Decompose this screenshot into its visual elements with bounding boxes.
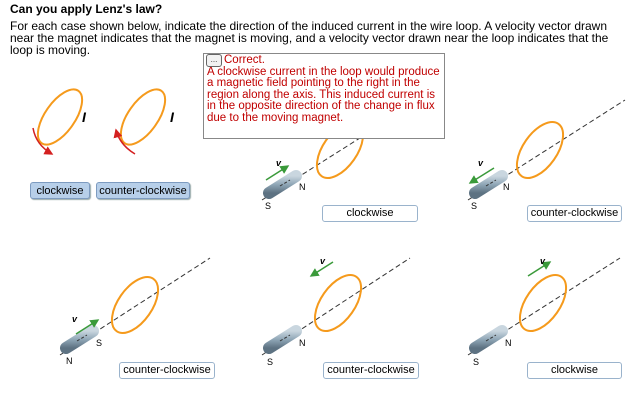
answer-chip-clockwise[interactable]: clockwise — [30, 182, 90, 199]
feedback-popup: ... Correct. A clockwise current in the … — [203, 53, 445, 139]
case-4-diagram: v N S — [261, 256, 411, 367]
case-3-diagram: v S N — [59, 257, 211, 366]
velocity-label: v — [276, 158, 282, 168]
pole-near-label: S — [96, 338, 102, 348]
answer-chip-counter-clockwise[interactable]: counter-clockwise — [96, 182, 190, 199]
pole-near-label: N — [299, 338, 306, 348]
page-title: Can you apply Lenz's law? — [10, 2, 163, 16]
pole-near-label: N — [299, 182, 306, 192]
pole-near-label: N — [505, 338, 512, 348]
legend-clockwise-loop: I — [32, 88, 87, 155]
magnet-icon — [263, 325, 302, 354]
case-3-answer-box[interactable]: counter-clockwise — [119, 362, 215, 379]
case-4-answer-box[interactable]: counter-clockwise — [323, 362, 419, 379]
magnet-icon — [60, 325, 99, 354]
velocity-arrow-icon — [527, 261, 552, 277]
legend-current-label-1: I — [82, 109, 87, 125]
magnet-icon — [263, 170, 302, 199]
pole-far-label: S — [265, 201, 271, 211]
magnet-icon — [469, 170, 508, 199]
velocity-arrow-icon — [75, 319, 100, 335]
case-2-diagram: v N S — [467, 99, 626, 211]
feedback-body: A clockwise current in the loop would pr… — [207, 65, 440, 124]
velocity-label: v — [540, 256, 546, 266]
case-5-answer-box[interactable]: clockwise — [527, 362, 622, 379]
velocity-arrow-icon — [309, 261, 334, 277]
pole-far-label: S — [471, 201, 477, 211]
velocity-arrow-icon — [265, 165, 290, 181]
legend-current-label-2: I — [170, 109, 175, 125]
instructions-text: For each case shown below, indicate the … — [10, 19, 609, 57]
case-5-diagram: v N S — [467, 256, 621, 367]
pole-far-label: S — [267, 357, 273, 367]
velocity-label: v — [320, 256, 326, 266]
case-2-answer-box[interactable]: counter-clockwise — [527, 205, 622, 222]
pole-far-label: N — [66, 356, 73, 366]
case-1-answer-box[interactable]: clockwise — [322, 205, 418, 222]
velocity-arrow-icon — [468, 167, 495, 184]
legend-counter-clockwise-loop: I — [113, 88, 175, 155]
magnet-icon — [469, 325, 508, 354]
velocity-label: v — [72, 314, 78, 324]
pole-near-label: N — [503, 182, 510, 192]
current-arrow-icon — [32, 127, 54, 155]
feedback-title: Correct. — [224, 54, 265, 66]
speech-bubble-icon[interactable]: ... — [206, 54, 222, 67]
pole-far-label: S — [473, 357, 479, 367]
velocity-label: v — [478, 158, 484, 168]
current-arrow-icon — [113, 128, 136, 155]
